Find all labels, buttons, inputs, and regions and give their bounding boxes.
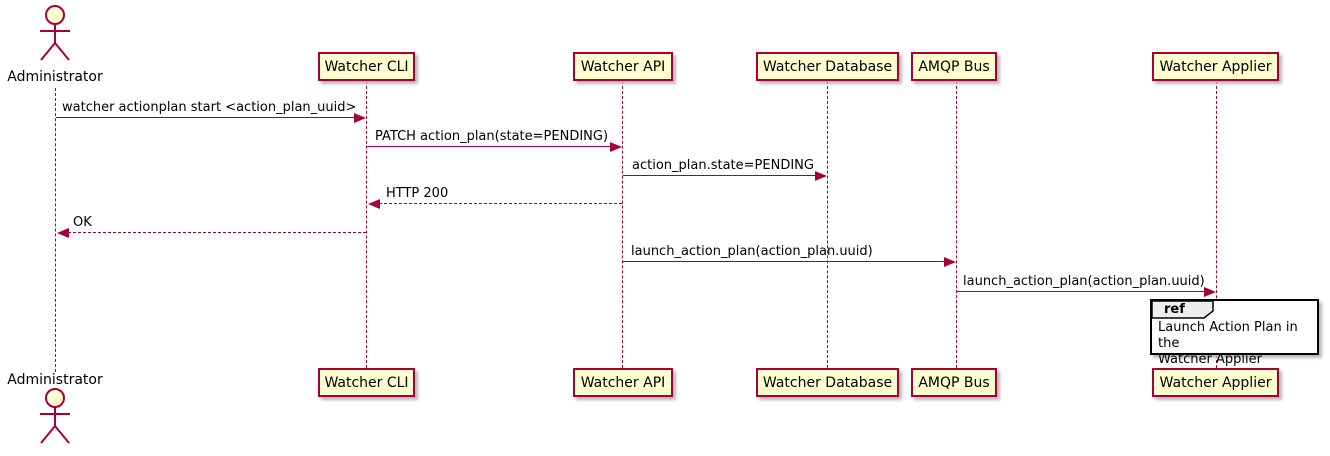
participant-watcher-applier-bottom: Watcher Applier <box>1152 368 1279 397</box>
message-label: watcher actionplan start <action_plan_uu… <box>62 100 357 115</box>
participant-watcher-database-bottom: Watcher Database <box>756 368 899 397</box>
actor-label-bottom: Administrator <box>7 372 103 388</box>
participant-amqp-bus-bottom: AMQP Bus <box>911 368 997 397</box>
lifeline-watcher-database <box>827 81 828 368</box>
arrowhead-icon <box>815 171 827 181</box>
ref-fragment: ref Launch Action Plan in the Watcher Ap… <box>1150 299 1319 367</box>
message-label: launch_action_plan(action_plan.uuid) <box>963 274 1205 289</box>
actor-icon <box>40 388 70 444</box>
participant-watcher-cli-top: Watcher CLI <box>318 52 415 81</box>
participant-watcher-database-top: Watcher Database <box>756 52 899 81</box>
actor-label-top: Administrator <box>7 69 103 85</box>
message-line <box>623 175 816 176</box>
participant-amqp-bus-top: AMQP Bus <box>911 52 997 81</box>
participant-watcher-api-bottom: Watcher API <box>573 368 673 397</box>
participant-watcher-applier-top: Watcher Applier <box>1152 52 1279 81</box>
lifeline-watcher-applier <box>1216 81 1217 368</box>
arrowhead-icon <box>368 199 380 209</box>
lifeline-administrator <box>55 88 56 372</box>
message-label: launch_action_plan(action_plan.uuid) <box>631 244 873 259</box>
arrowhead-icon <box>610 142 622 152</box>
arrowhead-icon <box>57 228 69 238</box>
message-label: OK <box>73 215 92 230</box>
message-line <box>68 232 366 233</box>
message-label: PATCH action_plan(state=PENDING) <box>375 129 609 144</box>
ref-header-pentagon-icon <box>1152 301 1214 319</box>
lifeline-watcher-cli <box>366 81 367 368</box>
lifeline-watcher-api <box>622 81 623 368</box>
message-line <box>56 117 355 118</box>
arrowhead-icon <box>354 113 366 123</box>
arrowhead-icon <box>1204 287 1216 297</box>
arrowhead-icon <box>944 257 956 267</box>
participant-watcher-api-top: Watcher API <box>573 52 673 81</box>
ref-keyword: ref <box>1164 302 1185 317</box>
message-line <box>379 203 622 204</box>
message-label: HTTP 200 <box>386 186 449 201</box>
ref-text-line1: Launch Action Plan in the <box>1158 320 1298 351</box>
ref-text-line2: Watcher Applier <box>1158 352 1262 367</box>
participant-watcher-cli-bottom: Watcher CLI <box>318 368 415 397</box>
message-line <box>623 261 945 262</box>
message-line <box>957 291 1205 292</box>
message-line <box>367 146 611 147</box>
ref-text: Launch Action Plan in the Watcher Applie… <box>1158 320 1317 368</box>
message-label: action_plan.state=PENDING <box>632 158 814 173</box>
lifeline-amqp-bus <box>956 81 957 368</box>
actor-icon <box>40 5 70 61</box>
